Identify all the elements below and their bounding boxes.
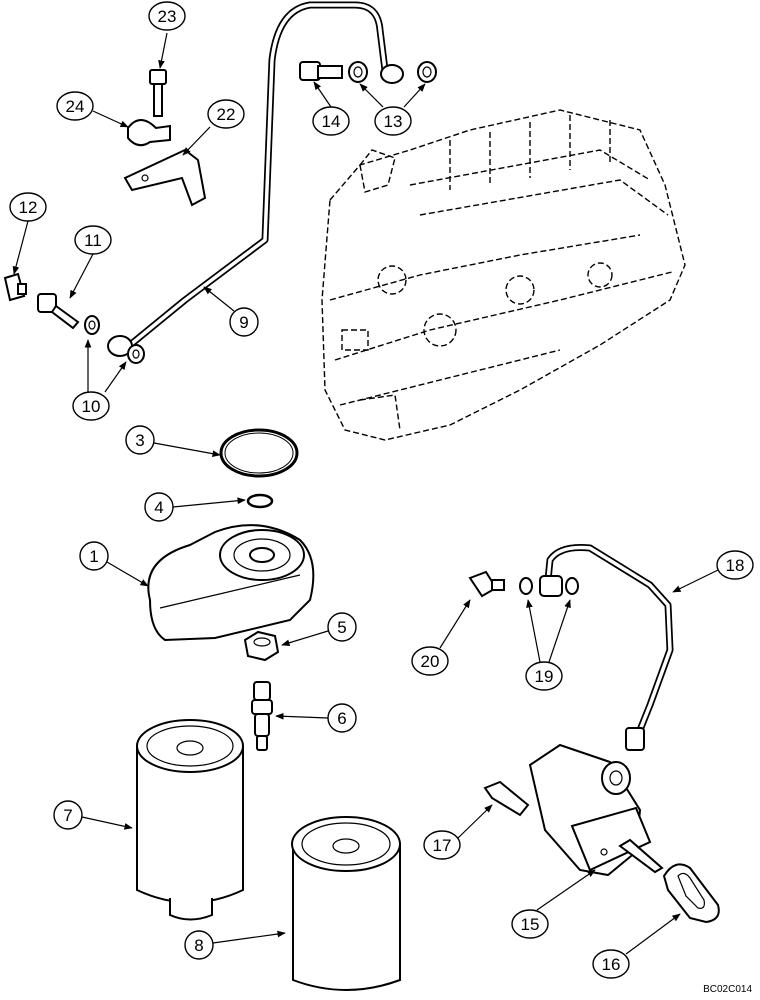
callout-11-label: 11 bbox=[84, 231, 102, 250]
callout-4: 4 bbox=[144, 492, 174, 522]
callout-8-label: 8 bbox=[194, 936, 203, 955]
screw-part-23 bbox=[149, 69, 167, 117]
callout-16-label: 16 bbox=[602, 955, 621, 974]
callout-24: 24 bbox=[56, 91, 94, 121]
callout-3-label: 3 bbox=[135, 431, 144, 450]
fuel-filter-part-7 bbox=[136, 719, 244, 921]
callout-19-label: 19 bbox=[535, 667, 554, 686]
callout-16: 16 bbox=[592, 949, 630, 979]
filter-head-part-1 bbox=[147, 524, 315, 642]
banjo-bolt-part-11 bbox=[37, 293, 80, 330]
callout-6: 6 bbox=[327, 703, 357, 733]
callout-18-label: 18 bbox=[726, 556, 745, 575]
callout-9-label: 9 bbox=[239, 313, 248, 332]
callout-15: 15 bbox=[511, 909, 549, 939]
callout-24-label: 24 bbox=[66, 97, 85, 116]
bracket-part-22 bbox=[123, 148, 207, 207]
callout-12-label: 12 bbox=[19, 198, 38, 217]
callout-17-label: 17 bbox=[433, 836, 452, 855]
callout-22-label: 22 bbox=[217, 105, 236, 124]
callout-12: 12 bbox=[9, 192, 47, 222]
callout-6-label: 6 bbox=[337, 709, 346, 728]
callout-7-label: 7 bbox=[63, 806, 72, 825]
callout-9: 9 bbox=[229, 307, 259, 337]
callout-19: 19 bbox=[525, 661, 563, 691]
callout-14-label: 14 bbox=[322, 112, 341, 131]
callout-23-label: 23 bbox=[158, 7, 177, 26]
callout-10: 10 bbox=[72, 391, 110, 421]
callout-13: 13 bbox=[374, 106, 412, 136]
fuel-transfer-pump-part-15 bbox=[528, 743, 664, 877]
o-ring-part-4 bbox=[246, 493, 274, 509]
fuel-line-part-18 bbox=[544, 544, 674, 751]
callout-7: 7 bbox=[53, 800, 83, 830]
clamp-part-24 bbox=[127, 119, 171, 147]
callout-10-label: 10 bbox=[82, 397, 101, 416]
nut-part-5 bbox=[243, 630, 280, 662]
callout-20-label: 20 bbox=[421, 652, 440, 671]
callout-22: 22 bbox=[207, 99, 245, 129]
fitting-part-20 bbox=[468, 570, 505, 598]
drawing-code: BC02C014 bbox=[703, 984, 752, 995]
o-ring-part-3 bbox=[219, 428, 299, 478]
callout-23: 23 bbox=[148, 1, 186, 31]
callout-1: 1 bbox=[79, 541, 109, 571]
gasket-part-16 bbox=[662, 863, 720, 924]
adapter-part-6 bbox=[251, 681, 273, 751]
callout-14: 14 bbox=[312, 106, 350, 136]
sealing-washers-part-19 bbox=[519, 575, 579, 597]
leader-lines bbox=[12, 32, 719, 955]
callout-4-label: 4 bbox=[154, 498, 163, 517]
callout-15-label: 15 bbox=[521, 915, 540, 934]
callout-20: 20 bbox=[411, 646, 449, 676]
banjo-bolt-part-14 bbox=[299, 61, 343, 81]
callout-8: 8 bbox=[184, 930, 214, 960]
fuel-filter-part-8 bbox=[291, 816, 401, 991]
fitting-part-17 bbox=[483, 780, 530, 817]
callout-5-label: 5 bbox=[337, 618, 346, 637]
fitting-part-12 bbox=[3, 272, 27, 302]
sealing-washers-part-13 bbox=[348, 61, 437, 83]
callout-17: 17 bbox=[423, 830, 461, 860]
callout-13-label: 13 bbox=[384, 112, 403, 131]
callout-1-label: 1 bbox=[89, 547, 98, 566]
sealing-washers-part-10 bbox=[84, 315, 145, 364]
callout-11: 11 bbox=[74, 225, 112, 255]
callout-18: 18 bbox=[716, 550, 754, 580]
callout-3: 3 bbox=[125, 425, 155, 455]
injection-pump-drawing bbox=[321, 109, 686, 441]
callout-5: 5 bbox=[327, 612, 357, 642]
